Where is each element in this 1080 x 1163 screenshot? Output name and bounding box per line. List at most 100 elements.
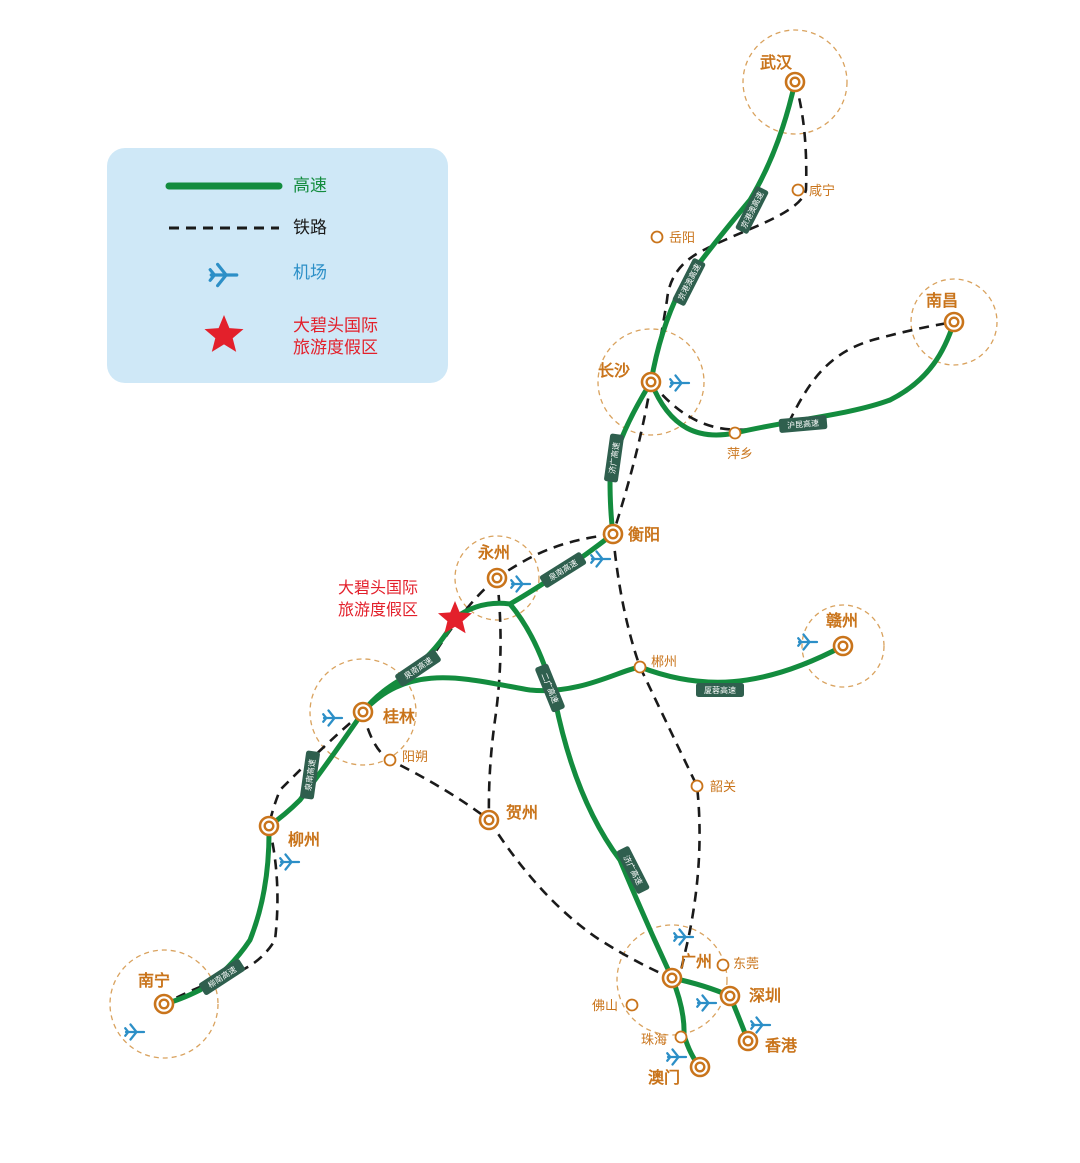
road-tags: 京港澳高速京港澳高速沪昆高速济广高速泉南高速二广高速厦蓉高速泉南高速济广高速柳南… xyxy=(199,186,828,995)
town-label-dongguan: 东莞 xyxy=(733,957,759,972)
plane-icon xyxy=(322,709,344,727)
road-tag-plate xyxy=(778,415,828,433)
legend-highway-label: 高速 xyxy=(293,176,327,196)
resort-label-line2: 旅游度假区 xyxy=(338,600,418,619)
city-ring-inner xyxy=(666,972,678,984)
rail-hengyang-shaoguan xyxy=(611,533,701,986)
town-marker-xianning: 咸宁 xyxy=(791,183,835,199)
town-dot xyxy=(633,660,647,674)
legend: 高速 铁路 机场 大碧头国际 旅游度假区 xyxy=(107,148,448,383)
road-tag-plate xyxy=(735,186,769,234)
city-marker-wuhan: 武汉 xyxy=(760,53,806,93)
town-marker-yueyang: 岳阳 xyxy=(650,230,695,246)
road-tag-tag-jiguang-1: 济广高速 xyxy=(604,433,624,483)
town-dot xyxy=(674,1030,688,1044)
town-marker-dongguan: 东莞 xyxy=(716,957,759,972)
town-dot xyxy=(791,183,805,197)
city-ring-inner xyxy=(483,814,495,826)
city-label-nanning: 南宁 xyxy=(138,971,170,990)
city-marker-liuzhou: 柳州 xyxy=(258,815,320,849)
hwy-liuzhou-nanning xyxy=(161,823,272,1007)
city-ring-inner xyxy=(724,990,736,1002)
city-label-hezhou: 贺州 xyxy=(505,803,538,822)
hwy-xiarong xyxy=(360,643,846,715)
road-tag-label: 济广高速 xyxy=(607,441,621,474)
city-ring-inner xyxy=(742,1035,754,1047)
plane-icon xyxy=(590,550,612,568)
road-tag-plate xyxy=(604,433,624,483)
plane-icon xyxy=(279,853,301,871)
town-marker-chenzhou: 郴州 xyxy=(633,655,677,674)
city-marker-guangzhou: 广州 xyxy=(661,952,712,989)
area-circle-ganzhou xyxy=(801,604,885,688)
city-marker-nanning: 南宁 xyxy=(138,971,175,1015)
hwy-erguang xyxy=(507,601,675,981)
road-tag-plate xyxy=(199,959,245,995)
road-tag-plate xyxy=(539,552,587,588)
city-ring-inner xyxy=(694,1061,706,1073)
plane-icon xyxy=(669,374,691,392)
area-circle-guilin xyxy=(309,658,417,766)
road-tag-tag-quannan-3: 泉南高速 xyxy=(300,750,320,800)
town-marker-yangshuo: 阳朔 xyxy=(383,750,428,767)
town-label-pingxiang: 萍乡 xyxy=(727,447,753,462)
plane-icon xyxy=(696,994,718,1012)
city-ring-inner xyxy=(837,640,849,652)
city-ring-inner xyxy=(491,572,503,584)
town-marker-zhuhai: 珠海 xyxy=(641,1030,688,1048)
city-label-guangzhou: 广州 xyxy=(680,952,712,971)
legend-railway-label: 铁路 xyxy=(293,218,327,238)
rail-hengyang-yongzhou xyxy=(496,532,614,580)
city-marker-yongzhou: 永州 xyxy=(477,543,510,589)
road-tag-plate xyxy=(395,649,441,687)
city-label-macau: 澳门 xyxy=(648,1068,680,1087)
city-marker-shenzhen: 深圳 xyxy=(719,985,781,1007)
city-ring-inner xyxy=(263,820,275,832)
rail-hezhou-guangzhou xyxy=(487,819,673,980)
road-tag-tag-hukun: 沪昆高速 xyxy=(778,415,828,433)
road-tag-label: 泉南高速 xyxy=(303,758,317,791)
city-marker-ganzhou: 赣州 xyxy=(826,611,858,657)
road-tag-tag-quannan: 泉南高速 xyxy=(539,552,587,588)
town-dot xyxy=(728,426,742,440)
road-tag-tag-jinggang-2: 京港澳高速 xyxy=(672,258,706,306)
area-circle-guangzhou xyxy=(616,924,728,1036)
airports xyxy=(124,374,819,1066)
town-marker-shaoguan: 韶关 xyxy=(690,779,736,795)
hwy-hengyang-resort xyxy=(452,531,616,621)
legend-icons xyxy=(165,182,283,352)
area-circle-nanning xyxy=(109,949,219,1059)
road-tag-plate xyxy=(616,846,650,894)
area-circle-yongzhou xyxy=(454,535,540,621)
city-label-yongzhou: 永州 xyxy=(477,543,510,562)
plane-icon xyxy=(510,575,532,593)
city-ring-inner xyxy=(789,76,801,88)
rail-changsha-hengyang xyxy=(611,381,653,535)
resort-marker: 大碧头国际 旅游度假区 xyxy=(338,578,472,634)
area-circle-changsha xyxy=(597,328,705,436)
highway-lines xyxy=(161,79,957,1070)
city-marker-hengyang: 衡阳 xyxy=(602,523,660,545)
town-label-zhuhai: 珠海 xyxy=(641,1033,667,1048)
hwy-wuhan-changsha xyxy=(648,79,798,385)
city-marker-guilin: 桂林 xyxy=(352,701,415,726)
resort-label-line1: 大碧头国际 xyxy=(338,578,418,597)
city-marker-changsha: 长沙 xyxy=(598,361,662,393)
road-tag-plate xyxy=(300,750,320,800)
rail-changsha-nanchang xyxy=(649,320,955,432)
legend-resort-label-line2: 旅游度假区 xyxy=(293,338,378,358)
legend-resort-label-line1: 大碧头国际 xyxy=(293,316,378,336)
city-marker-hezhou: 贺州 xyxy=(478,803,538,831)
road-tag-label: 厦蓉高速 xyxy=(704,685,736,695)
rail-yongzhou-hezhou xyxy=(487,577,502,821)
legend-airport-label: 机场 xyxy=(293,263,327,283)
city-ring-inner xyxy=(607,528,619,540)
plane-icon xyxy=(750,1016,772,1034)
city-label-liuzhou: 柳州 xyxy=(288,830,320,849)
town-label-yueyang: 岳阳 xyxy=(669,231,695,246)
city-label-hengyang: 衡阳 xyxy=(628,525,660,544)
city-label-wuhan: 武汉 xyxy=(760,53,793,72)
star-icon xyxy=(204,315,244,352)
